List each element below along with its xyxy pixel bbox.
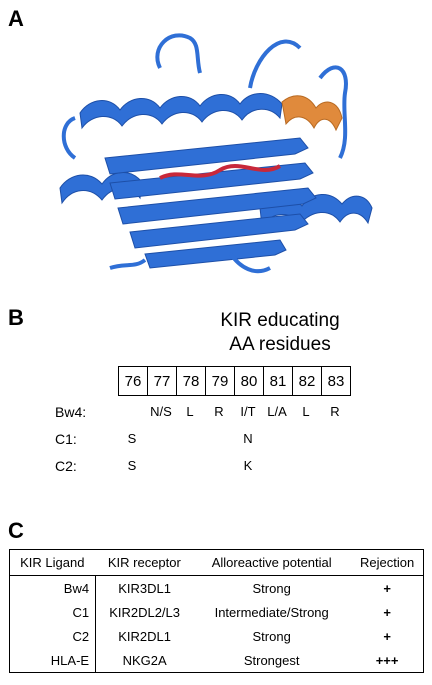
residue-value: I/T: [240, 404, 256, 419]
column-header: Rejection: [350, 549, 424, 576]
column-header: KIR Ligand: [9, 549, 96, 576]
ligand-cell: C1: [72, 604, 90, 620]
table-row: C1 KIR2DL2/L3 Intermediate/Strong +: [9, 600, 424, 624]
residue-value: R: [214, 404, 224, 419]
residue-value: N: [243, 431, 253, 446]
residue-value: N/S: [150, 404, 172, 419]
panel-a-letter: A: [8, 6, 24, 31]
position-cell: 78: [176, 366, 206, 396]
receptor-cell: KIR2DL1: [95, 624, 194, 648]
row-label-c2: C2:: [55, 458, 77, 474]
position-cell: 82: [292, 366, 322, 396]
residue-value: R: [330, 404, 340, 419]
residue-value: K: [243, 458, 253, 473]
position-cell: 77: [147, 366, 177, 396]
potential-cell: Strong: [252, 628, 291, 644]
kir-ligand-table: KIR Ligand KIR receptor Alloreactive pot…: [9, 549, 424, 672]
column-header: Alloreactive potential: [193, 549, 351, 576]
residue-value: S: [127, 431, 137, 446]
panel-b-title-line1: KIR educating: [220, 310, 340, 331]
table-row: C2 KIR2DL1 Strong +: [9, 624, 424, 648]
position-cell: 80: [234, 366, 264, 396]
potential-cell: Strong: [252, 580, 291, 596]
position-cell: 83: [321, 366, 351, 396]
rejection-cell: +: [383, 580, 391, 596]
row-label-bw4: Bw4:: [55, 404, 87, 420]
potential-cell: Strongest: [243, 652, 300, 668]
table-row: Bw4 KIR3DL1 Strong +: [9, 575, 424, 600]
column-header: KIR receptor: [95, 549, 194, 576]
potential-cell: Intermediate/Strong: [214, 604, 329, 620]
ligand-cell: Bw4: [63, 580, 90, 596]
rejection-cell: +: [383, 628, 391, 644]
table-row: HLA-E NKG2A Strongest +++: [9, 648, 424, 672]
residue-value: L: [302, 404, 310, 419]
residue-value: L: [186, 404, 194, 419]
ligand-cell: C2: [72, 628, 90, 644]
residue-value: L/A: [267, 404, 287, 419]
receptor-cell: NKG2A: [95, 648, 194, 672]
receptor-cell: KIR3DL1: [95, 575, 194, 600]
position-cell: 81: [263, 366, 293, 396]
panel-c-letter: C: [8, 518, 24, 543]
rejection-cell: +: [383, 604, 391, 620]
position-cell: 79: [205, 366, 235, 396]
panel-b-title-line2: AA residues: [229, 334, 331, 355]
position-cell: 76: [118, 366, 148, 396]
residue-position-table: 76 77 78 79 80 81 82 83: [118, 366, 351, 396]
row-label-c1: C1:: [55, 431, 77, 447]
receptor-cell: KIR2DL2/L3: [95, 600, 194, 624]
protein-structure-image: [59, 33, 373, 274]
panel-b-letter: B: [8, 305, 24, 330]
residue-value: S: [127, 458, 137, 473]
ligand-cell: HLA-E: [50, 652, 90, 668]
rejection-cell: +++: [375, 652, 399, 668]
